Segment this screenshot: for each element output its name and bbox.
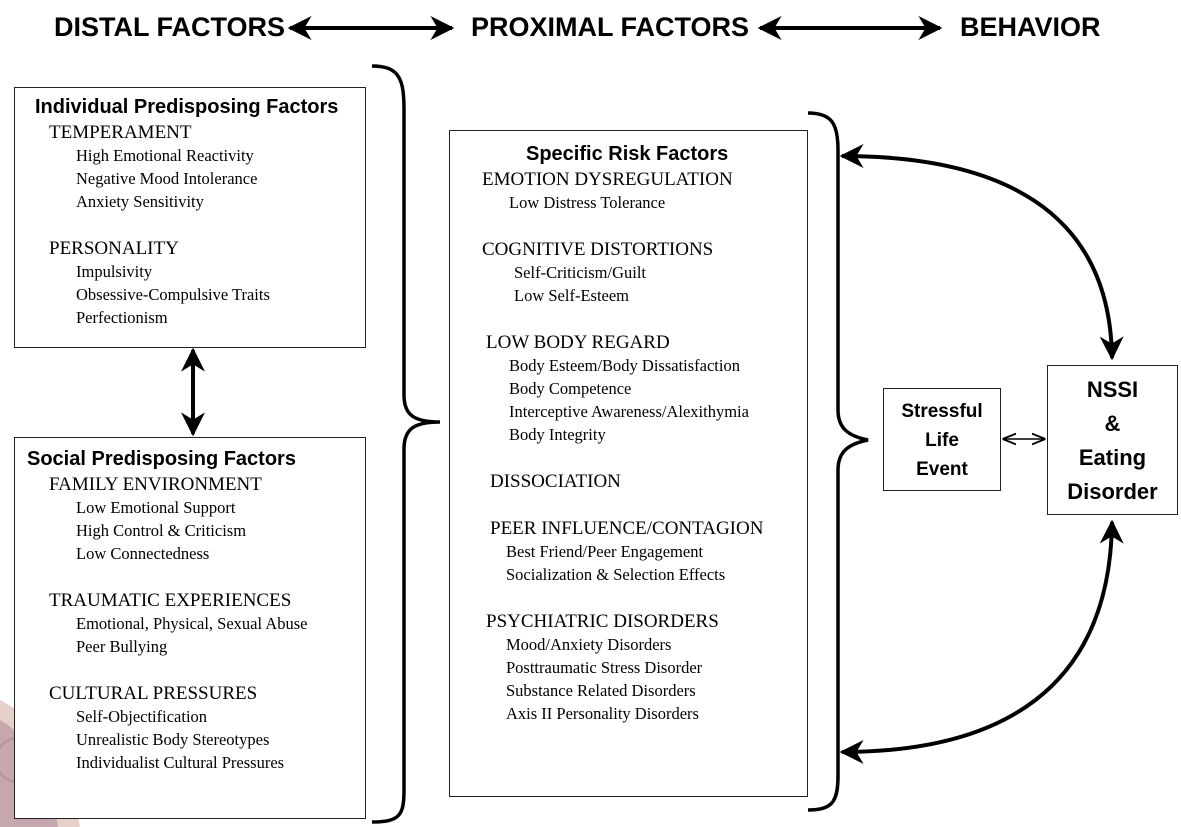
individual-item: Obsessive-Compulsive Traits	[76, 285, 270, 304]
social-item: Individualist Cultural Pressures	[76, 753, 285, 772]
social-group-title: FAMILY ENVIRONMENT	[49, 474, 262, 495]
risk-group-title: DISSOCIATION	[490, 471, 621, 492]
proximal-factors-header: PROXIMAL FACTORS	[471, 12, 750, 42]
risk-item: Low Distress Tolerance	[509, 193, 666, 212]
risk-item: Body Esteem/Body Dissatisfaction	[509, 356, 740, 375]
distal-factors-header: DISTAL FACTORS	[54, 12, 286, 42]
social-group-title: CULTURAL PRESSURES	[49, 683, 258, 704]
risk-to-nssi-arrow-top	[839, 144, 1124, 361]
social-item: Self-Objectification	[76, 707, 208, 726]
risk-item: Socialization & Selection Effects	[506, 565, 726, 584]
risk-to-nssi-arrow-bottom	[839, 519, 1124, 764]
social-item: Low Connectedness	[76, 544, 210, 563]
risk-group-title: COGNITIVE DISTORTIONS	[482, 239, 714, 260]
social-item: Peer Bullying	[76, 637, 168, 656]
social-item: Low Emotional Support	[76, 498, 236, 517]
risk-item: Substance Related Disorders	[506, 681, 696, 700]
individual-group-title: TEMPERAMENT	[49, 122, 192, 143]
risk-item: Self-Criticism/Guilt	[514, 263, 646, 282]
social-item: Emotional, Physical, Sexual Abuse	[76, 614, 308, 633]
nssi-eating-disorder-box: NSSI & Eating Disorder	[1047, 365, 1178, 515]
risk-item: Body Competence	[509, 379, 632, 398]
risk-group-title: LOW BODY REGARD	[486, 332, 670, 353]
distal-brace	[371, 64, 441, 824]
stressful-life-event-box: Stressful Life Event	[883, 388, 1001, 491]
behavior-header: BEHAVIOR	[960, 12, 1101, 42]
individual-item: High Emotional Reactivity	[76, 146, 254, 165]
social-group-title: TRAUMATIC EXPERIENCES	[49, 590, 292, 611]
risk-item: Posttraumatic Stress Disorder	[506, 658, 703, 677]
stressful-line: Life	[925, 430, 959, 451]
risk-group-title: EMOTION DYSREGULATION	[482, 169, 733, 190]
individual-item: Anxiety Sensitivity	[76, 192, 204, 211]
social-item: Unrealistic Body Stereotypes	[76, 730, 270, 749]
risk-item: Interceptive Awareness/Alexithymia	[509, 402, 749, 421]
risk-group-title: PSYCHIATRIC DISORDERS	[486, 611, 719, 632]
outcome-line: Eating	[1078, 445, 1147, 470]
risk-group-title: PEER INFLUENCE/CONTAGION	[490, 518, 764, 539]
risk-title: Specific Risk Factors	[526, 143, 729, 165]
stressful-line: Event	[916, 459, 968, 480]
social-title: Social Predisposing Factors	[27, 448, 296, 470]
individual-predisposing-box: Individual Predisposing Factors TEMPERAM…	[14, 87, 366, 348]
individual-item: Negative Mood Intolerance	[76, 169, 258, 188]
individual-item: Perfectionism	[76, 308, 168, 327]
proximal-brace	[807, 111, 869, 812]
stressful-line: Stressful	[901, 401, 983, 422]
outcome-line: NSSI	[1086, 377, 1139, 402]
individual-title: Individual Predisposing Factors	[35, 96, 339, 118]
risk-item: Mood/Anxiety Disorders	[506, 635, 672, 654]
risk-item: Low Self-Esteem	[514, 286, 630, 305]
outcome-line: Disorder	[1067, 479, 1158, 504]
social-predisposing-box: Social Predisposing Factors FAMILY ENVIR…	[14, 437, 366, 819]
social-item: High Control & Criticism	[76, 521, 247, 540]
individual-item: Impulsivity	[76, 262, 153, 281]
risk-item: Axis II Personality Disorders	[506, 704, 699, 723]
individual-group-title: PERSONALITY	[49, 238, 179, 259]
risk-item: Best Friend/Peer Engagement	[506, 542, 704, 561]
outcome-line: &	[1104, 411, 1121, 436]
specific-risk-box: Specific Risk Factors EMOTION DYSREGULAT…	[449, 130, 808, 797]
risk-item: Body Integrity	[509, 425, 606, 444]
